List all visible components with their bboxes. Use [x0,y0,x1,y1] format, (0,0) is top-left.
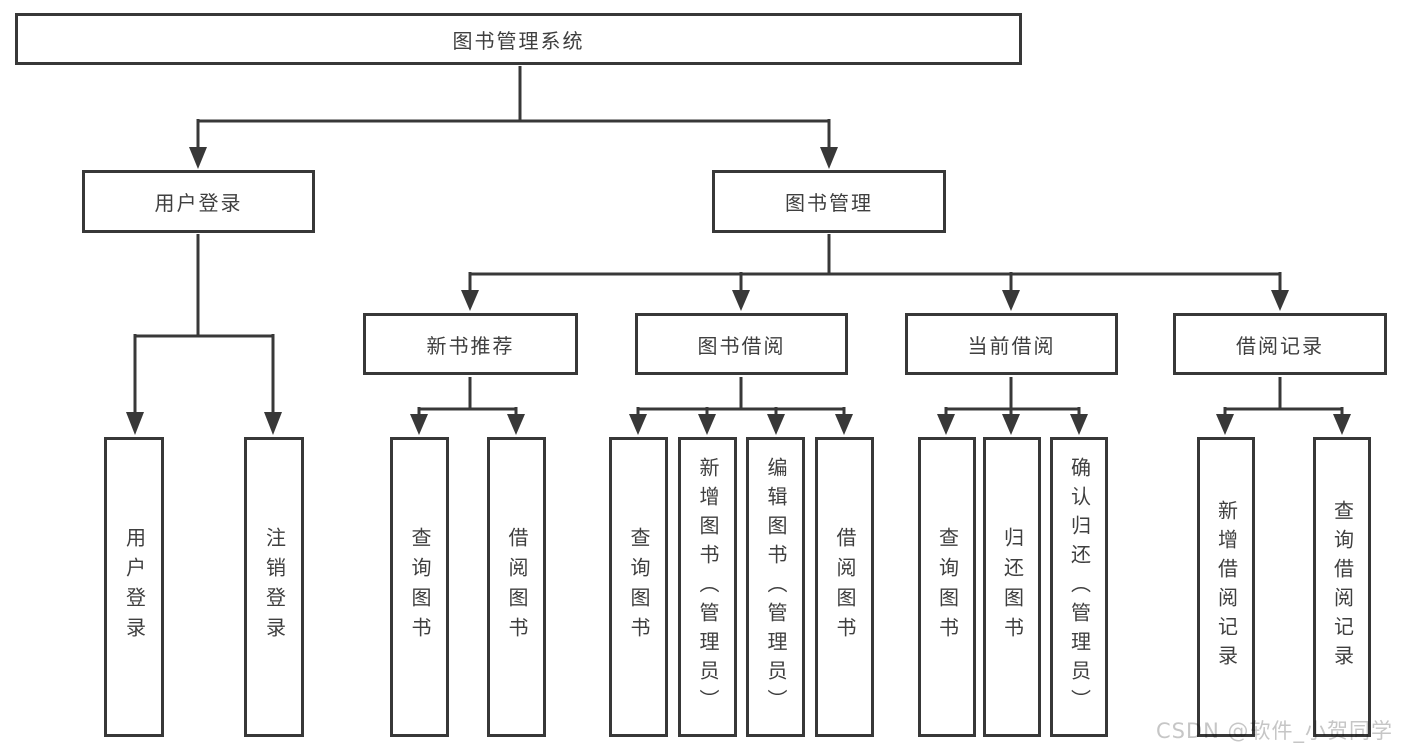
leaf-borrowing-borrow-books-label: 借阅图书 [833,527,857,647]
leaf-borrowing-query-books: 查询图书 [609,437,668,737]
node-current-borrowing-label: 当前借阅 [967,333,1056,358]
connector-newbook-to-leaves [417,377,518,416]
leaf-borrowing-add-books-admin: 新增图书（管理员） [678,437,737,737]
connector-mgmt-to-level3 [468,234,1282,292]
leaf-borrowing-edit-books-admin: 编辑图书（管理员） [746,437,805,737]
leaf-borrowing-add-books-admin-label: 新增图书（管理员） [696,456,720,718]
node-user-login: 用户登录 [82,170,315,233]
leaf-logout-label: 注销登录 [262,527,287,647]
connector-borrow-to-leaves [636,377,846,416]
leaf-logout: 注销登录 [244,437,304,737]
leaf-borrowing-edit-books-admin-label: 编辑图书（管理员） [764,456,788,718]
node-user-login-label: 用户登录 [154,191,243,215]
connector-current-to-leaves [944,377,1081,416]
node-borrowing-records: 借阅记录 [1173,313,1387,375]
leaf-current-confirm-return-admin: 确认归还（管理员） [1050,437,1108,737]
leaf-current-confirm-return-admin-label: 确认归还（管理员） [1067,456,1092,718]
leaf-records-query-record: 查询借阅记录 [1313,437,1371,737]
leaf-current-return-books: 归还图书 [983,437,1041,737]
node-new-book-recommend: 新书推荐 [363,313,578,375]
leaf-current-query-books-label: 查询图书 [935,527,960,647]
leaf-newbook-borrow-books-label: 借阅图书 [505,527,529,647]
node-book-borrowing-label: 图书借阅 [697,333,786,358]
connector-record-to-leaves [1223,377,1344,416]
leaf-records-add-record-label: 新增借阅记录 [1214,500,1239,674]
leaf-user-login: 用户登录 [104,437,164,737]
leaf-newbook-query-books-label: 查询图书 [408,527,432,647]
node-root-system: 图书管理系统 [15,13,1022,65]
arrowheads [126,147,1351,435]
leaf-borrowing-query-books-label: 查询图书 [627,527,651,647]
leaf-newbook-borrow-books: 借阅图书 [487,437,546,737]
node-book-management: 图书管理 [712,170,946,233]
node-book-management-label: 图书管理 [785,191,873,215]
node-borrowing-records-label: 借阅记录 [1236,333,1324,358]
leaf-borrowing-borrow-books: 借阅图书 [815,437,874,737]
node-new-book-recommend-label: 新书推荐 [426,333,515,358]
csdn-watermark: CSDN @软件_小贺同学 [1156,719,1394,743]
leaf-current-query-books: 查询图书 [918,437,976,737]
leaf-records-add-record: 新增借阅记录 [1197,437,1255,737]
leaf-current-return-books-label: 归还图书 [1000,527,1025,647]
connector-root-to-level2 [196,66,831,149]
leaf-user-login-label: 用户登录 [122,527,147,647]
node-book-borrowing: 图书借阅 [635,313,848,375]
node-root-label: 图书管理系统 [452,28,585,53]
connector-login-to-leaves [133,234,275,414]
node-current-borrowing: 当前借阅 [905,313,1118,375]
leaf-newbook-query-books: 查询图书 [390,437,449,737]
leaf-records-query-record-label: 查询借阅记录 [1330,500,1355,674]
